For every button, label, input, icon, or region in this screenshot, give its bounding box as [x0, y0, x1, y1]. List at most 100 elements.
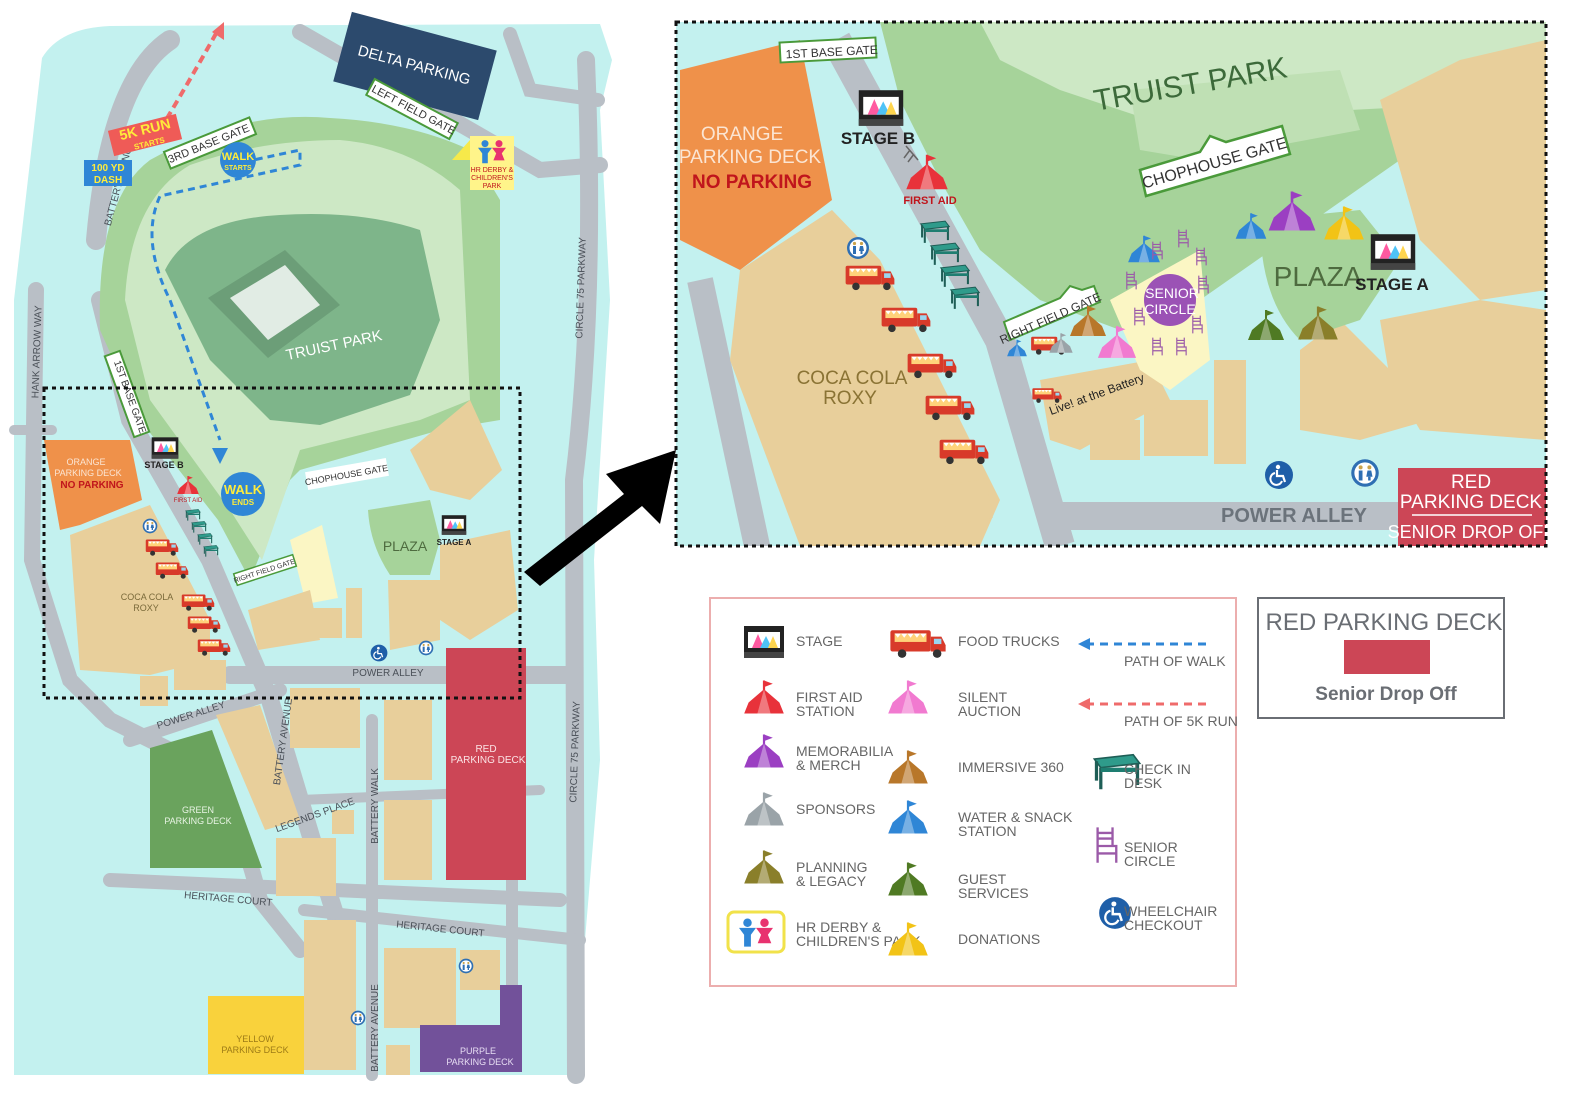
inset-building-sw-2 — [897, 478, 993, 534]
inset-orange-deck-line2: PARKING DECK — [679, 147, 822, 168]
dash-line2: DASH — [94, 175, 122, 186]
planning-tent-legend-label-2: & LEGACY — [796, 873, 867, 889]
inset-building-se — [1214, 360, 1246, 464]
senior-circle-chair-legend-label-2: CIRCLE — [1124, 853, 1175, 869]
building-south-2 — [384, 948, 456, 1028]
hank-aaron-label: HANK ARROW WAY — [30, 305, 44, 398]
walk-ends-sign[interactable]: WALK ENDS — [221, 472, 265, 516]
coca-cola-line2: ROXY — [133, 603, 159, 613]
walk-path-arrow — [212, 448, 228, 464]
building-sw-2 — [174, 660, 226, 690]
power-alley-label-1: POWER ALLEY — [352, 668, 423, 679]
sponsors-tent-legend-label: SPONSORS — [796, 801, 875, 817]
purple-deck-line2: PARKING DECK — [446, 1057, 513, 1067]
inset-coca-cola-line2: ROXY — [823, 388, 877, 409]
plaza-label: PLAZA — [383, 538, 428, 554]
inset-plaza-label: PLAZA — [1274, 261, 1363, 292]
orange-parking-deck[interactable] — [44, 440, 142, 530]
inset-stage-b-icon[interactable] — [858, 90, 904, 126]
run-path-icon — [1078, 698, 1206, 710]
building-downtown-4 — [384, 800, 432, 880]
wheelchair-icon[interactable] — [1264, 460, 1294, 490]
inset-red-parking-deck[interactable] — [1398, 468, 1546, 546]
stage-a-icon[interactable] — [441, 515, 467, 535]
wheelchair-icon[interactable] — [370, 644, 388, 662]
food-truck-legend-label: FOOD TRUCKS — [958, 633, 1060, 649]
restroom-icon[interactable] — [458, 958, 474, 974]
stage-b-label: STAGE B — [144, 460, 184, 470]
first-aid-tent-legend-label-2: STATION — [796, 703, 855, 719]
red-deck-key: RED PARKING DECK Senior Drop Off — [1257, 597, 1505, 719]
purple-parking-deck[interactable] — [420, 985, 522, 1072]
battery-walk-label: BATTERY WALK — [370, 768, 381, 844]
red-deck-key-subtitle: Senior Drop Off — [1315, 684, 1457, 705]
red-deck-line2: PARKING DECK — [451, 755, 526, 766]
donations-tent-legend-label: DONATIONS — [958, 931, 1040, 947]
walk-starts-sign[interactable]: WALK STARTS — [220, 142, 256, 178]
orange-deck-no-parking: NO PARKING — [60, 480, 123, 491]
restroom-icon[interactable] — [142, 518, 158, 534]
planning-tent-legend-label: PLANNING — [796, 859, 868, 875]
orange-deck-line1: ORANGE — [66, 457, 105, 467]
inset-building-north — [1380, 40, 1546, 300]
stage-b-icon[interactable] — [151, 437, 179, 459]
inset-stadium-field — [1130, 70, 1360, 160]
dash-line1: 100 YD — [91, 163, 124, 174]
first-aid-label: FIRST AID — [174, 498, 203, 504]
restroom-icon[interactable] — [847, 237, 869, 259]
inset-plaza-area[interactable] — [1260, 210, 1400, 340]
coca-cola-roxy[interactable] — [70, 505, 210, 675]
memorabilia-tent-legend-label: MEMORABILIA — [796, 743, 894, 759]
hr-derby-legend-label-2: CHILDREN'S PARK — [796, 933, 921, 949]
restroom-icon[interactable] — [418, 640, 434, 656]
senior-circle-line1: SENIOR — [1145, 285, 1199, 301]
inset-stage-a-icon[interactable] — [1370, 234, 1416, 270]
walk-ends-line2: ENDS — [232, 498, 255, 507]
inset-stage-a-label: STAGE A — [1355, 275, 1429, 294]
hr-derby-icon — [726, 910, 786, 954]
inset-coca-cola-roxy[interactable] — [730, 210, 1000, 546]
plaza-area[interactable] — [368, 500, 440, 575]
inset-orange-deck-line1: ORANGE — [701, 124, 783, 145]
building-south-4 — [386, 1045, 410, 1075]
red-parking-deck[interactable] — [446, 648, 526, 880]
inset-orange-parking-deck[interactable] — [680, 40, 832, 270]
orange-deck-line2: PARKING DECK — [54, 468, 121, 478]
yellow-deck-line2: PARKING DECK — [221, 1045, 288, 1055]
infield-inner — [230, 265, 320, 340]
dash-100yd-sign[interactable]: 100 YD DASH — [84, 160, 132, 186]
wheelchair-legend-label: WHEELCHAIR — [1124, 903, 1217, 919]
restroom-icon[interactable] — [350, 1010, 366, 1026]
run-path-legend-label: PATH OF 5K RUN — [1124, 713, 1238, 729]
yellow-parking-deck[interactable] — [208, 996, 304, 1074]
inset-first-base-gate[interactable]: 1ST BASE GATE — [778, 36, 879, 64]
coca-cola-line1: COCA COLA — [121, 592, 174, 602]
delta-parking[interactable] — [333, 11, 497, 121]
building-live — [248, 590, 320, 650]
building-south-1 — [304, 920, 356, 1070]
stage-icon — [744, 626, 784, 658]
stage-legend-label: STAGE — [796, 633, 842, 649]
wheelchair-legend-label-2: CHECKOUT — [1124, 917, 1203, 933]
water-tent-legend-label-2: STATION — [958, 823, 1017, 839]
run-path — [158, 29, 220, 132]
silent-auction-tent-legend-label: SILENT — [958, 689, 1007, 705]
inset-stairs-icon — [903, 145, 919, 163]
hr-derby-line1: HR DERBY & — [471, 167, 514, 174]
building-downtown-3 — [384, 700, 432, 780]
stage-a-label: STAGE A — [437, 538, 472, 547]
red-deck-line1: RED — [475, 744, 496, 755]
inset-senior-drop-off: SENIOR DROP OFF — [1388, 522, 1555, 542]
restroom-icon[interactable] — [1351, 459, 1379, 487]
check-in-desk-legend-label-2: DESK — [1124, 775, 1163, 791]
building-sw-1 — [140, 676, 168, 706]
senior-circle-marker[interactable]: SENIOR CIRCLE — [1144, 274, 1199, 326]
building-plaza-south — [388, 580, 440, 650]
hr-derby-marker[interactable]: HR DERBY & CHILDREN'S PARK — [452, 136, 514, 190]
green-parking-deck[interactable] — [150, 730, 262, 868]
walk-ends-line1: WALK — [224, 482, 263, 497]
check-in-desk-legend-label: CHECK IN — [1124, 761, 1191, 777]
guest-services-tent-legend-label: GUEST — [958, 871, 1007, 887]
immersive-tent-legend-label: IMMERSIVE 360 — [958, 759, 1064, 775]
